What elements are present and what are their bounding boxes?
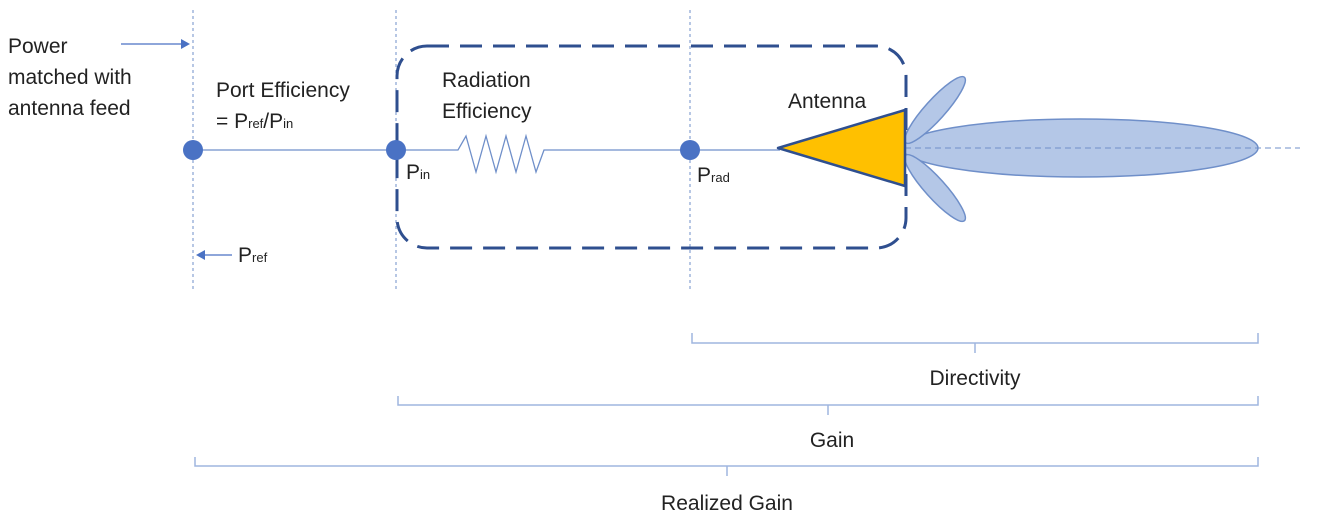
antenna-label: Antenna [788,90,867,113]
resistor-symbol [396,133,690,175]
p-ref-sub: ref [252,250,268,265]
gain-label: Gain [810,429,854,452]
realized-gain-brace [194,457,1259,476]
antenna-triangle [776,108,907,188]
power-in-arrowhead [181,39,190,49]
p-rad-sub: rad [711,170,730,185]
radiation-efficiency-line2: Efficiency [442,100,532,123]
p-ref-main: P [238,244,252,267]
realized-gain-label: Realized Gain [661,492,793,515]
p-in-sub: in [420,167,430,182]
p-ref-label: Pref [238,244,268,267]
p-in-main: P [406,161,420,184]
port-eff-eq-prefix: = P [216,110,248,133]
power-label-line3: antenna feed [8,97,131,120]
node-feed [183,140,203,160]
port-efficiency-equation: = Pref/Pin [216,110,293,133]
port-eff-eq-sub-ref: ref [248,116,264,131]
gain-brace [397,396,1259,415]
power-label-line1: Power [8,35,68,58]
port-eff-eq-sub-in: in [283,116,293,131]
p-rad-label: Prad [697,164,730,187]
directivity-label: Directivity [929,367,1021,390]
reflected-arrowhead [196,250,205,260]
radiation-efficiency-line1: Radiation [442,69,531,92]
port-eff-eq-mid: /P [263,110,283,133]
p-in-label: Pin [406,161,430,184]
node-pin [386,140,406,160]
directivity-brace [691,333,1259,353]
node-prad [680,140,700,160]
p-rad-main: P [697,164,711,187]
port-efficiency-title: Port Efficiency [216,79,350,102]
power-label-line2: matched with [8,66,132,89]
